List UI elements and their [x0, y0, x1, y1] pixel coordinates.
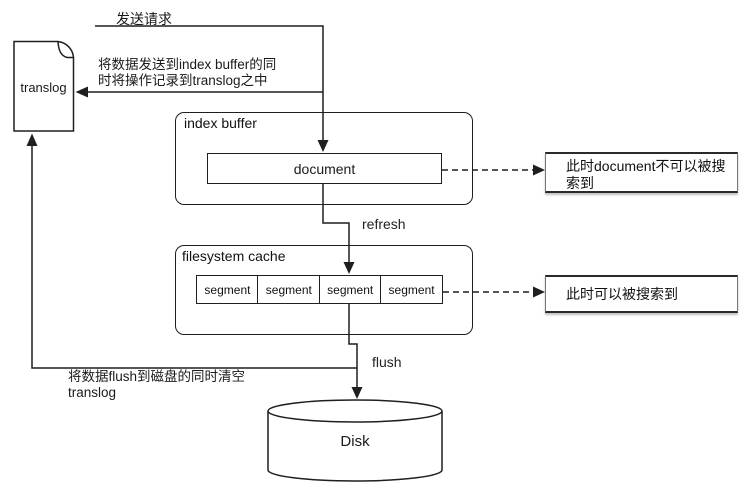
- arrowhead-into-translog-bottom: [26, 133, 38, 146]
- callout-not-searchable-line2: 索到: [566, 175, 594, 191]
- segment-box: segment: [318, 275, 382, 304]
- segments-row: segment segment segment segment: [196, 275, 443, 304]
- refresh-label: refresh: [362, 216, 406, 232]
- disk-label: Disk: [340, 433, 370, 450]
- send-request-label: 发送请求: [116, 11, 172, 27]
- segment-box: segment: [196, 275, 259, 304]
- note-send-to-buffer-line2: 时将操作记录到translog之中: [98, 72, 268, 88]
- flush-label: flush: [372, 354, 402, 370]
- translog-file-fold: [57, 41, 74, 59]
- index-buffer-title: index buffer: [184, 115, 257, 131]
- segment-label: segment: [327, 282, 374, 297]
- callout-searchable-text: 此时可以被搜索到: [566, 285, 678, 302]
- arrowhead-into-callout-searchable: [533, 286, 545, 298]
- note-flush-clear: 将数据flush到磁盘的同时清空 translog: [68, 369, 245, 400]
- callout-not-searchable: 此时document不可以被搜 索到: [545, 152, 738, 193]
- translog-label: translog: [20, 80, 67, 95]
- note-send-to-buffer-line1: 将数据发送到index buffer的同: [98, 57, 277, 72]
- document-label: document: [293, 160, 356, 177]
- segment-label: segment: [204, 282, 251, 297]
- note-flush-clear-line1: 将数据flush到磁盘的同时清空: [68, 369, 246, 384]
- segment-box: segment: [257, 275, 321, 304]
- segment-label: segment: [388, 282, 435, 297]
- arrowhead-into-disk: [351, 387, 363, 399]
- note-flush-clear-line2: translog: [68, 384, 117, 400]
- segment-label: segment: [265, 282, 312, 297]
- filesystem-cache-title: filesystem cache: [182, 248, 286, 264]
- document-box: document: [207, 153, 442, 184]
- arrowhead-into-callout-not-searchable: [533, 164, 545, 176]
- disk-top: [267, 399, 443, 423]
- arrowhead-into-translog-right: [75, 86, 88, 98]
- segment-box: segment: [380, 275, 443, 304]
- callout-not-searchable-line1: 此时document不可以被搜: [566, 158, 726, 174]
- callout-searchable: 此时可以被搜索到: [545, 275, 738, 313]
- note-send-to-buffer: 将数据发送到index buffer的同 时将操作记录到translog之中: [98, 57, 276, 88]
